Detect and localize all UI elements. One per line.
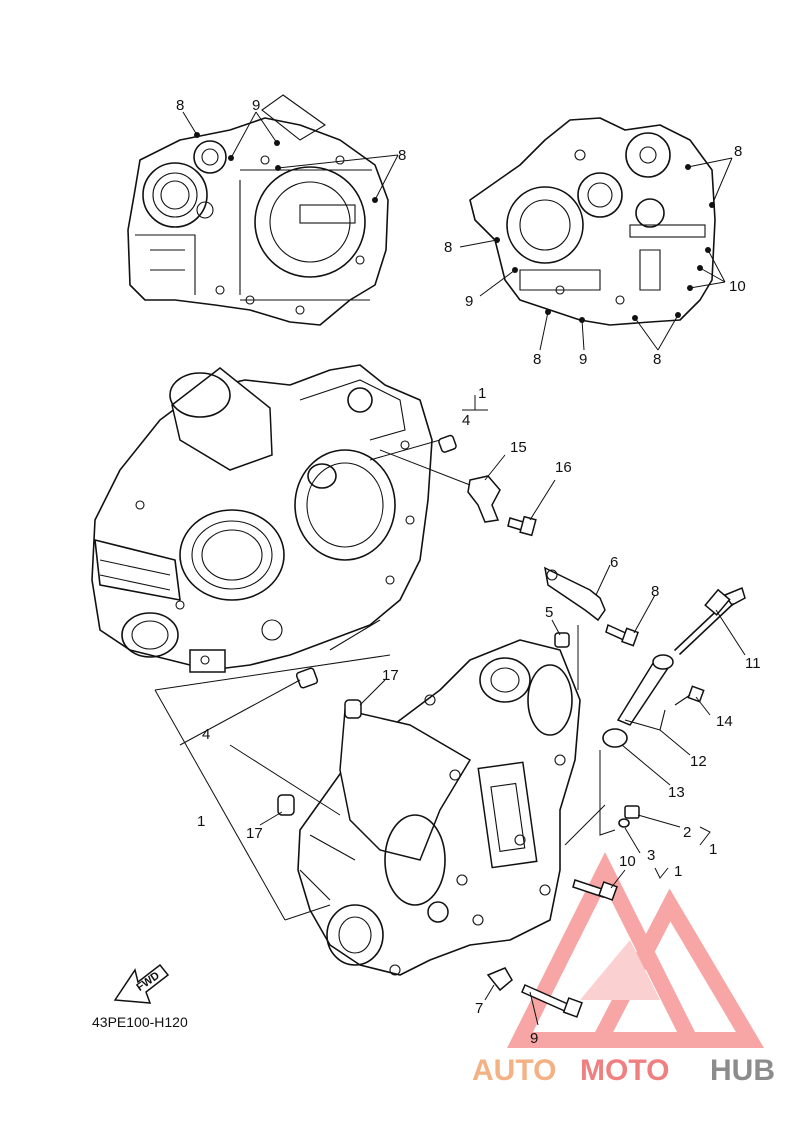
fwd-arrow-icon: FWD	[113, 963, 170, 1004]
callout-part-1: 1	[197, 813, 205, 830]
left-crankcase-half	[91, 364, 433, 673]
diagram-code: 43PE100-H120	[92, 1014, 188, 1030]
callout-top-left-8a: 8	[176, 97, 184, 114]
o-ring-13	[602, 728, 628, 748]
callout-part-13: 13	[668, 784, 685, 801]
watermark-auto: AUTO	[472, 1054, 556, 1087]
leader-lines	[259, 454, 746, 1026]
callout-part-8: 8	[651, 583, 659, 600]
callout-part-1c: 1	[674, 863, 682, 880]
assembly-bracket	[154, 395, 488, 921]
watermark-text: AUTO MOTO HUB	[472, 1054, 775, 1087]
callout-part-15: 15	[510, 439, 527, 456]
dipstick-11	[674, 586, 746, 655]
watermark-moto: MOTO	[580, 1054, 669, 1087]
bolt-8	[605, 623, 639, 647]
callout-part-3: 3	[647, 847, 655, 864]
callout-top-right-9b: 9	[579, 351, 587, 368]
watermark-logo	[507, 852, 765, 1048]
callout-part-12: 12	[690, 753, 707, 770]
top-right-crankcase-view	[459, 117, 733, 351]
bolt-14	[674, 685, 705, 706]
callout-part-5: 5	[545, 604, 553, 621]
bolt-9	[521, 984, 583, 1018]
plate-15	[379, 449, 501, 523]
callout-top-right-8c: 8	[533, 351, 541, 368]
callout-part-7: 7	[475, 1000, 483, 1017]
assembly-bracket-right	[564, 625, 711, 879]
callout-top-right-8d: 8	[653, 351, 661, 368]
dowel-17-lower	[277, 794, 295, 816]
dowel-17-upper	[344, 699, 362, 719]
callout-part-9: 9	[530, 1030, 538, 1047]
watermark-hub: HUB	[710, 1054, 775, 1087]
callout-labels: 8 9 8 8 8 9 10 8 9 8 1 4 15 16 6 8 5 11 …	[176, 97, 761, 1047]
top-left-crankcase-view	[127, 94, 399, 326]
callout-part-10: 10	[619, 853, 636, 870]
callout-part-4: 4	[202, 726, 210, 743]
callout-part-1b: 1	[709, 841, 717, 858]
callout-top-right-9a: 9	[465, 293, 473, 310]
collar-5	[554, 632, 570, 648]
callout-part-17b: 17	[246, 825, 263, 842]
callout-top-right-8a: 8	[734, 143, 742, 160]
callout-top-right-8b: 8	[444, 239, 452, 256]
callout-part-16: 16	[555, 459, 572, 476]
right-crankcase-half	[297, 639, 581, 976]
washer-3	[618, 818, 630, 828]
callout-part-17a: 17	[382, 667, 399, 684]
oil-pipe-12	[616, 654, 674, 731]
callout-upper-4: 4	[462, 412, 470, 429]
bolt-16	[507, 515, 537, 537]
bracket-7	[486, 967, 513, 992]
callout-top-left-8b: 8	[398, 147, 406, 164]
callout-upper-1: 1	[478, 385, 486, 402]
callout-part-6: 6	[610, 554, 618, 571]
dowel-pin-upper	[369, 434, 457, 461]
callout-part-2: 2	[683, 824, 691, 841]
callout-part-14: 14	[716, 713, 733, 730]
callout-part-11: 11	[745, 655, 761, 672]
callout-top-left-9: 9	[252, 97, 260, 114]
clip-6	[544, 566, 606, 622]
drain-plug-2	[624, 805, 640, 819]
dowel-pin-lower	[295, 667, 319, 689]
callout-top-right-10: 10	[729, 278, 746, 295]
